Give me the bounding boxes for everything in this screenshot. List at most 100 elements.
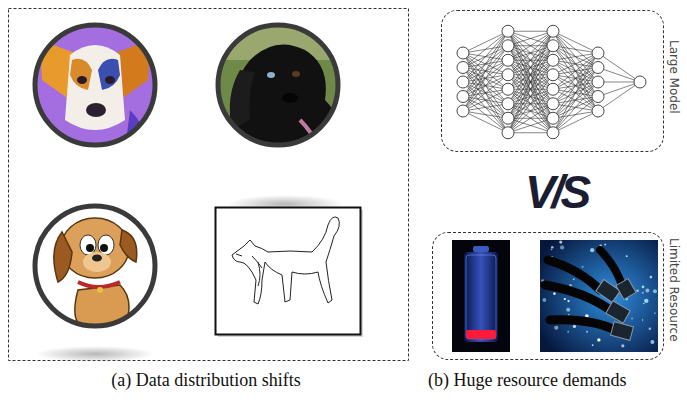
nn-neuron — [502, 40, 514, 52]
nn-link — [553, 111, 598, 133]
sparkle — [590, 248, 594, 252]
sparkle — [631, 317, 633, 319]
sparkle — [542, 298, 546, 302]
sparkle — [567, 300, 569, 302]
sparkle — [642, 285, 645, 288]
subcaption: (b) Huge resource demands — [428, 369, 626, 391]
neural-network — [457, 25, 646, 139]
image-frame — [35, 206, 155, 326]
image-frame — [218, 25, 338, 145]
nn-neuron — [502, 98, 514, 110]
versus-mark: V/S — [525, 166, 587, 218]
nn-link — [553, 46, 598, 97]
nn-neuron — [547, 127, 559, 139]
sparkle — [636, 289, 639, 292]
nn-link — [463, 31, 508, 111]
nn-link — [553, 53, 598, 133]
nn-neuron — [457, 105, 469, 117]
nn-link — [508, 31, 553, 89]
nn-link — [508, 89, 553, 133]
nn-link — [508, 75, 553, 133]
dashed-border — [441, 10, 664, 152]
nn-neuron — [502, 54, 514, 66]
sparkle — [567, 331, 569, 333]
sparkle — [559, 240, 562, 243]
nn-neuron — [547, 25, 559, 37]
nn-link — [553, 53, 598, 104]
sketch-frame — [216, 208, 361, 335]
nn-neuron — [592, 76, 604, 88]
nn-link — [553, 53, 598, 118]
nn-neuron — [502, 25, 514, 37]
nn-link — [463, 111, 508, 118]
nn-link — [463, 31, 508, 96]
battery-icon — [452, 240, 510, 352]
sparkle — [644, 299, 648, 303]
nn-neuron — [634, 76, 646, 88]
photo-dog — [215, 20, 345, 150]
sparkle — [649, 327, 652, 330]
sparkle — [626, 255, 628, 257]
vertical-label: Large Model — [667, 40, 681, 114]
nn-link — [463, 111, 508, 133]
nn-neuron — [502, 69, 514, 81]
sparkle — [653, 289, 657, 293]
nn-neuron — [457, 76, 469, 88]
nn-link — [463, 82, 508, 133]
nn-neuron — [547, 112, 559, 124]
nn-neuron — [457, 91, 469, 103]
nn-link — [463, 31, 508, 82]
nn-link — [598, 82, 640, 97]
nn-neuron — [502, 83, 514, 95]
shadow — [35, 346, 155, 362]
nn-neuron — [502, 112, 514, 124]
nn-link — [508, 31, 553, 46]
nn-neuron — [592, 47, 604, 59]
nn-neuron — [547, 98, 559, 110]
nn-link — [463, 68, 508, 133]
resource-box: Large Model — [441, 10, 687, 152]
sparkle — [645, 289, 649, 293]
nn-neuron — [592, 91, 604, 103]
nn-link — [508, 104, 553, 133]
nn-link — [508, 60, 553, 133]
nn-neuron — [547, 69, 559, 81]
sparkle — [573, 278, 575, 280]
sparkle — [554, 326, 558, 330]
nn-link — [508, 31, 553, 104]
sparkle — [650, 340, 654, 344]
sparkle — [573, 325, 576, 328]
vertical-label: Limited Resource — [667, 238, 681, 342]
nn-link — [508, 46, 553, 133]
nn-neuron — [592, 105, 604, 117]
nn-link — [508, 31, 553, 133]
nn-link — [553, 46, 598, 111]
sparkle — [650, 276, 653, 279]
nn-link — [553, 46, 598, 53]
nn-neuron — [547, 83, 559, 95]
nn-neuron — [547, 40, 559, 52]
sparkle — [597, 338, 600, 341]
nn-link — [508, 118, 553, 133]
sketch-dog — [232, 217, 339, 304]
sparkle — [643, 303, 644, 304]
nn-link — [553, 82, 598, 133]
nn-link — [463, 89, 508, 111]
nn-link — [508, 118, 553, 133]
nn-link — [508, 31, 553, 118]
nn-neuron — [502, 127, 514, 139]
nn-link — [553, 31, 598, 67]
nn-link — [508, 31, 553, 89]
subcaption: (a) Data distribution shifts — [111, 369, 300, 391]
nn-link — [553, 31, 598, 82]
nn-link — [463, 53, 508, 133]
nn-link — [598, 68, 640, 83]
nn-link — [553, 31, 598, 96]
resource-box: Limited Resource — [432, 232, 687, 360]
sparkle — [604, 243, 606, 245]
cartoon-dog — [30, 196, 160, 335]
nn-neuron — [457, 62, 469, 74]
nn-link — [508, 75, 553, 133]
sparkle — [564, 298, 566, 300]
